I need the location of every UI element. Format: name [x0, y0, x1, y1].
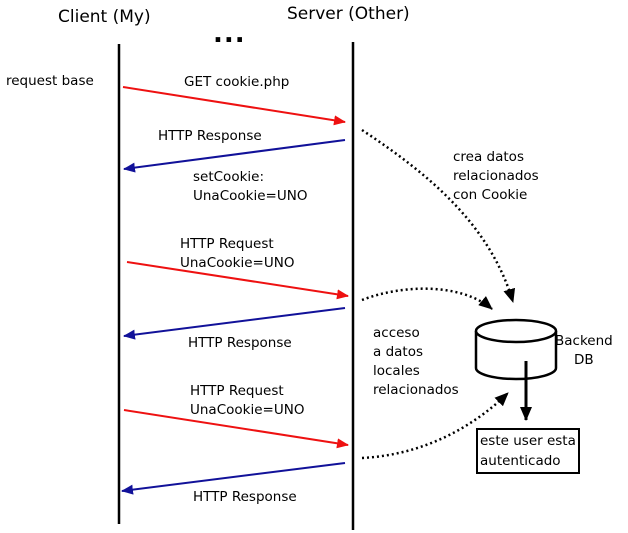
response-2-label: HTTP Response	[188, 335, 292, 351]
response-3-label: HTTP Response	[193, 489, 297, 505]
client-header: Client (My)	[58, 7, 151, 27]
crea-datos-dotted-arrow	[361, 128, 516, 303]
backend-db-label: Backend DB	[555, 333, 613, 368]
database-icon	[474, 318, 558, 381]
request-3-label: HTTP Request UnaCookie=UNO	[190, 383, 305, 418]
request-2-arrow	[126, 261, 349, 300]
ellipsis: ...	[213, 19, 246, 49]
response-2-arrow	[123, 307, 346, 340]
server-header: Server (Other)	[287, 4, 410, 24]
auth-box: este user esta autenticado	[476, 428, 580, 474]
crea-datos-label: crea datos relacionados con Cookie	[453, 149, 539, 203]
response-1-arrow	[123, 139, 346, 173]
request-base-label: request base	[6, 73, 94, 89]
get-request-arrow	[122, 86, 346, 126]
request-2-label: HTTP Request UnaCookie=UNO	[180, 236, 295, 271]
acceso-label: acceso a datos locales relacionados	[373, 325, 459, 398]
acceso-dotted-arrow-upper	[361, 287, 493, 310]
response-1-label: HTTP Response	[158, 128, 262, 144]
response-3-arrow	[121, 462, 346, 495]
request-3-arrow	[123, 409, 349, 449]
setcookie-label: setCookie: UnaCookie=UNO	[193, 169, 308, 204]
get-cookie-label: GET cookie.php	[184, 74, 290, 90]
